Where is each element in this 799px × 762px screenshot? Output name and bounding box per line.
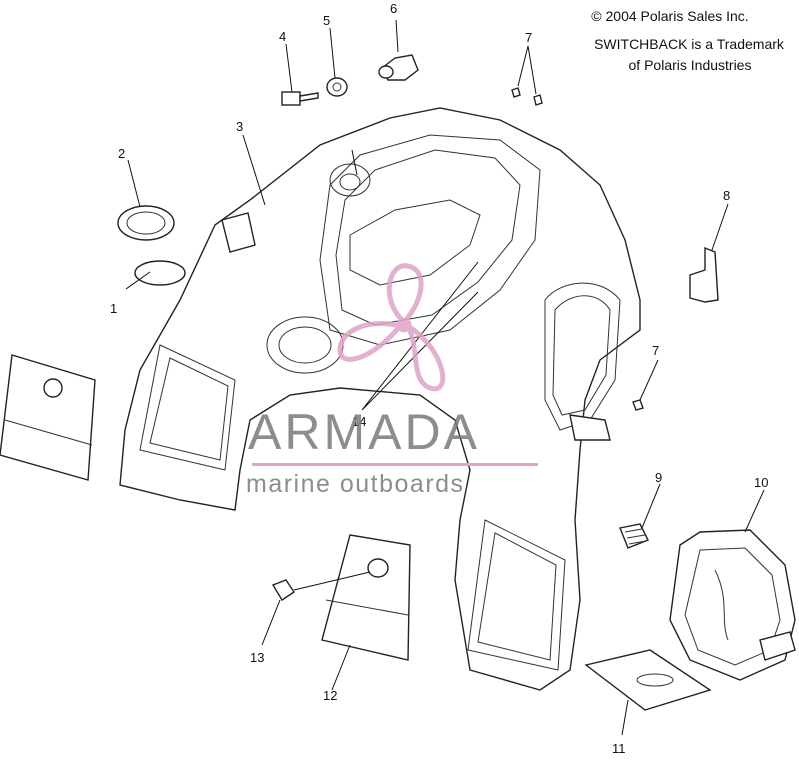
callout-8: 8 <box>723 188 730 203</box>
plate <box>584 649 712 711</box>
watermark-tagline: marine outboards <box>246 470 465 498</box>
callout-10: 10 <box>754 475 768 490</box>
side-panel <box>321 534 411 661</box>
callout-4: 4 <box>279 29 286 44</box>
callout-14: 14 <box>352 414 366 429</box>
callout-2: 2 <box>118 146 125 161</box>
watermark-brand: ARMADA <box>248 404 480 460</box>
screws-top <box>511 87 543 106</box>
storage-box <box>669 529 796 681</box>
side-panel-left <box>0 354 96 481</box>
trademark-text-line2: of Polaris Industries <box>628 57 752 73</box>
clips <box>619 523 649 549</box>
callout-11: 11 <box>612 741 626 756</box>
nut <box>326 77 348 97</box>
callout-13: 13 <box>250 650 264 665</box>
gasket <box>134 260 186 286</box>
trademark-text-line1: SWITCHBACK is a Trademark <box>594 36 784 52</box>
console-body <box>119 107 641 691</box>
callout-9: 9 <box>655 470 662 485</box>
propeller-logo <box>337 263 446 392</box>
leader-lines <box>125 19 765 736</box>
callout-5: 5 <box>323 13 330 28</box>
bezel-ring <box>117 205 175 241</box>
key <box>281 91 319 106</box>
ignition-switch <box>378 54 419 81</box>
watermark-divider <box>252 463 538 466</box>
callout-7b: 7 <box>652 343 659 358</box>
callout-1: 1 <box>110 301 117 316</box>
callout-3: 3 <box>236 119 243 134</box>
mounting-bracket <box>689 246 719 303</box>
plug <box>271 579 295 601</box>
screw-right <box>632 399 644 411</box>
callout-numbers: 1 2 3 4 5 6 7 7 8 9 10 11 12 13 14 <box>110 1 768 756</box>
copyright-text: © 2004 Polaris Sales Inc. <box>591 8 749 24</box>
callout-6: 6 <box>390 1 397 16</box>
callout-12: 12 <box>323 688 337 703</box>
callout-7a: 7 <box>525 30 532 45</box>
